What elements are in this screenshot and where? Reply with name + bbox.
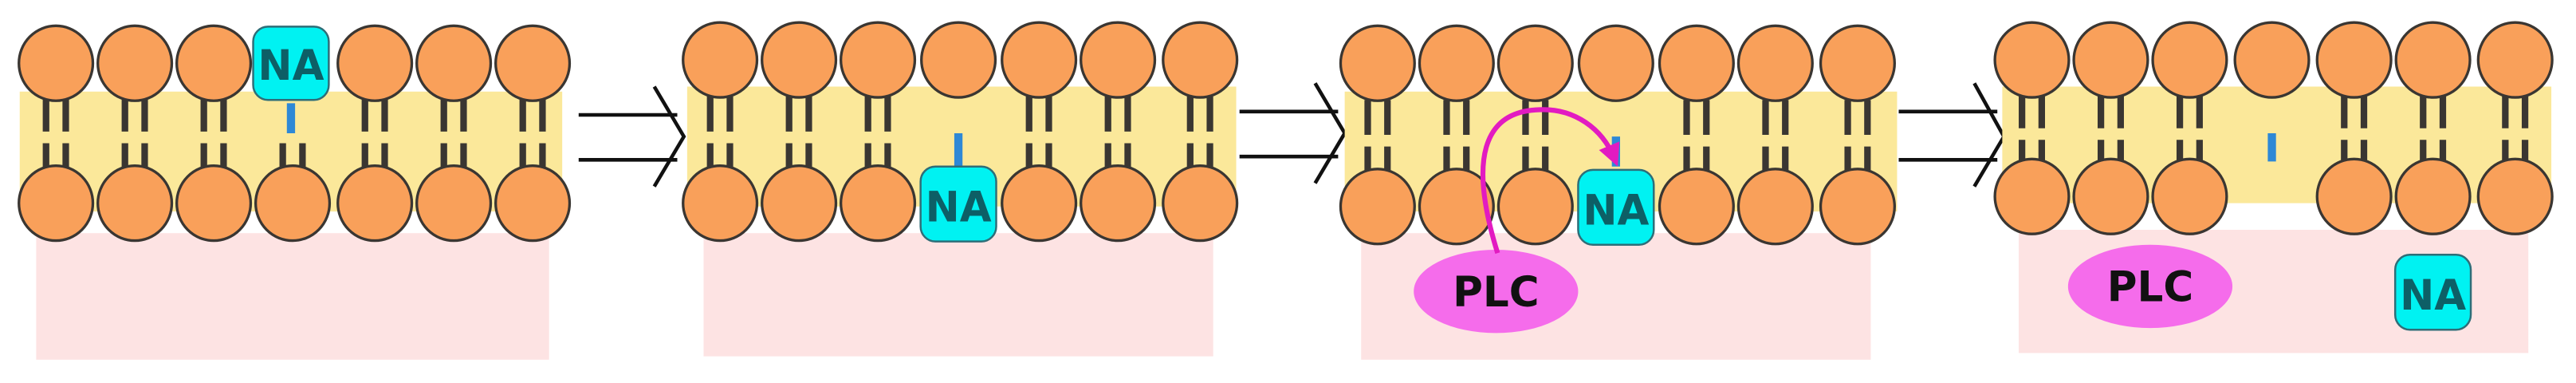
cytosol-region <box>703 233 1213 357</box>
panel-4: PLC NA <box>1993 21 2554 353</box>
na-label: NA <box>926 184 992 231</box>
plc-enzyme: PLC <box>1414 250 1579 334</box>
double-line-arrow-icon <box>1239 82 1347 184</box>
double-line-arrow-icon <box>1898 82 2007 188</box>
na-label: NA <box>2400 272 2466 320</box>
panel-2: NA <box>682 21 1239 357</box>
na-label: NA <box>1583 187 1649 235</box>
na-molecule: NA <box>919 165 997 243</box>
panel-3: NA PLC <box>1339 24 1898 360</box>
na-molecule: NA <box>2393 254 2472 331</box>
na-molecule: NA <box>1577 168 1655 247</box>
phospholipid-heads <box>1339 24 1896 246</box>
plc-label: PLC <box>2107 263 2193 311</box>
plc-label: PLC <box>1453 269 1539 317</box>
phospholipid-heads <box>682 21 1239 243</box>
panel-1: NA <box>18 24 572 360</box>
na-molecule: NA <box>252 26 330 101</box>
curved-arrow-icon <box>1480 107 1620 255</box>
na-label: NA <box>258 42 324 90</box>
plc-enzyme: PLC <box>2067 244 2233 329</box>
phospholipid-heads <box>1993 21 2554 235</box>
double-line-arrow-icon <box>578 85 686 188</box>
cytosol-region <box>36 233 549 360</box>
phospholipid-heads <box>18 24 572 243</box>
